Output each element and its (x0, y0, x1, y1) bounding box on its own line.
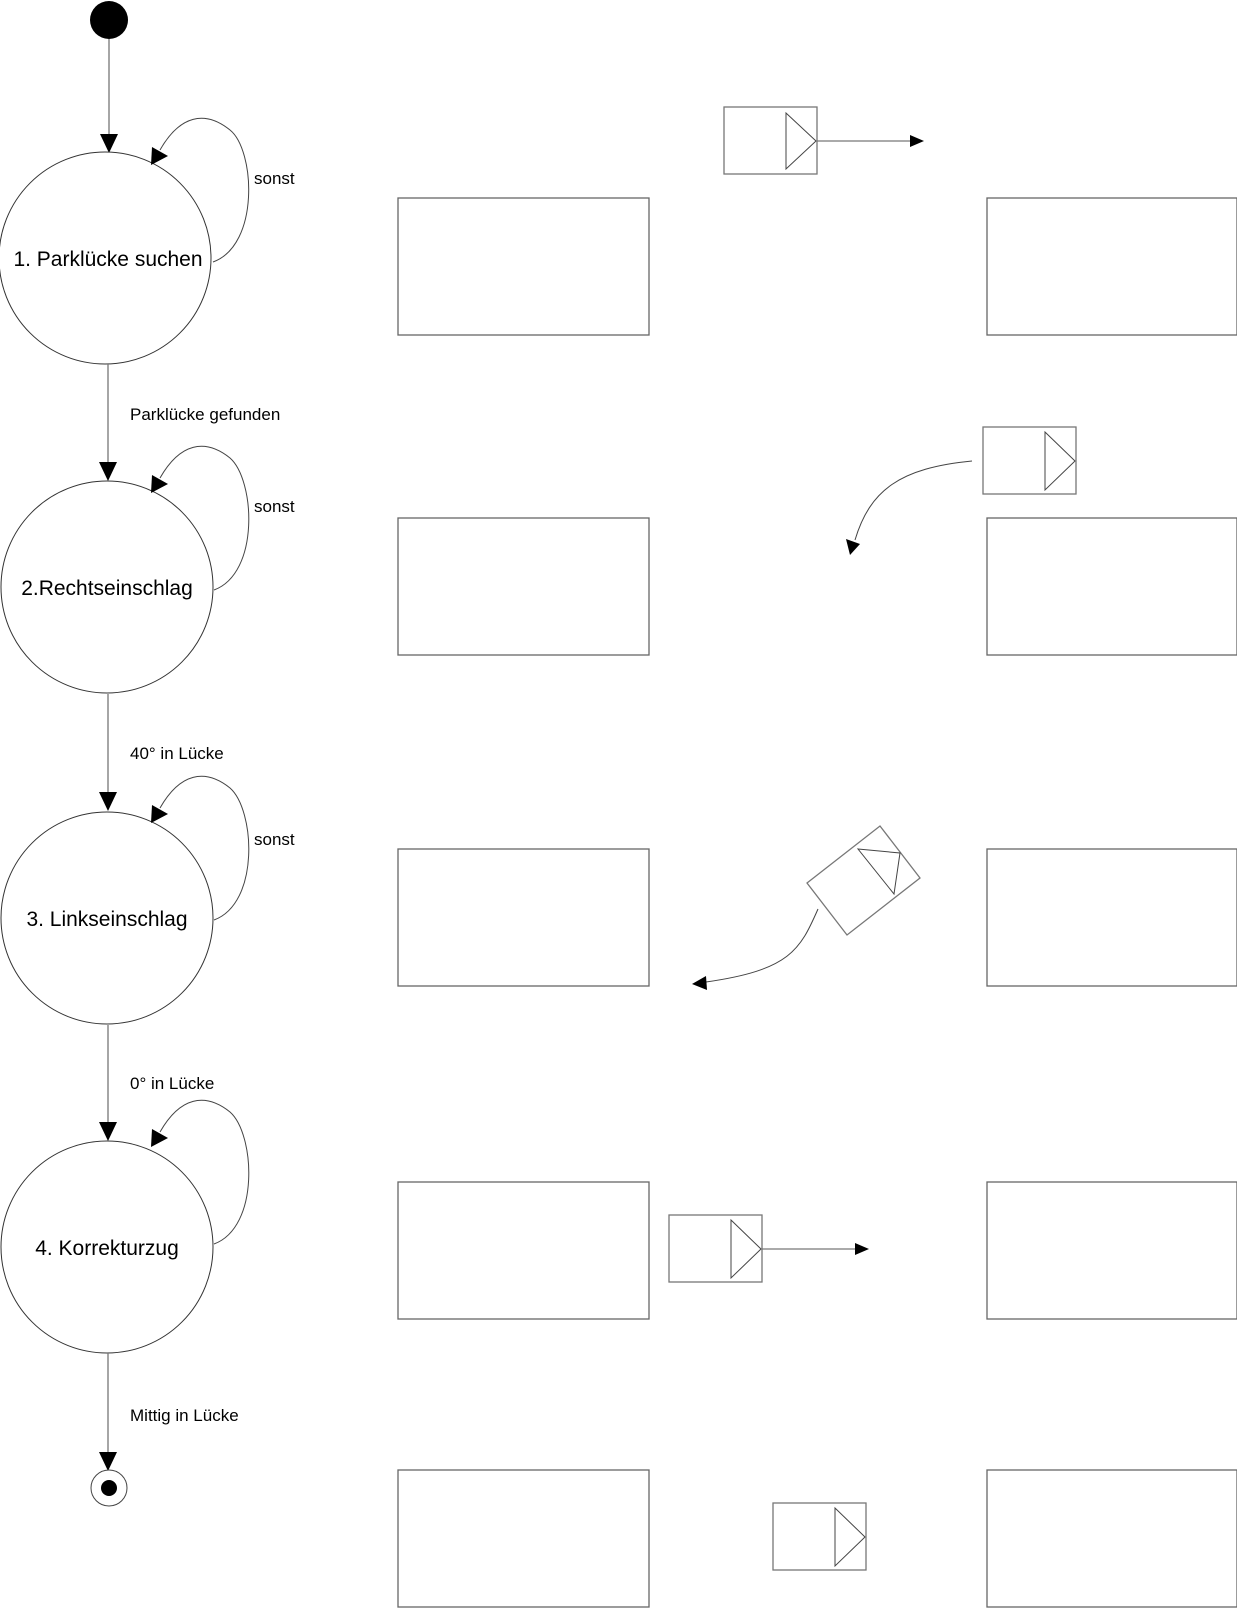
arrowhead-icon (99, 792, 117, 811)
state-s4[interactable] (0, 1140, 214, 1354)
car-direction-triangle-icon (834, 1506, 866, 1568)
parked-car-left (397, 848, 650, 987)
car-direction-triangle-icon (1044, 430, 1076, 492)
transition-s1-to-s2-label: Parklücke gefunden (130, 405, 280, 424)
arrowhead-icon (151, 475, 168, 493)
self-loop-s4 (159, 1099, 250, 1245)
illustration-step-3 (397, 825, 1237, 990)
moving-car-tilted (806, 825, 921, 936)
self-loop-s2-label: sonst (254, 497, 295, 516)
arrowhead-icon (151, 1129, 168, 1147)
parked-car-right (986, 517, 1237, 656)
self-loop-s2 (159, 445, 250, 591)
arrowhead-icon (151, 805, 168, 823)
state-s2-label: 2.Rechtseinschlag (21, 577, 193, 600)
state-s1-label: 1. Parklücke suchen (13, 248, 202, 271)
arrowhead-icon (910, 135, 924, 147)
arrowhead-icon (151, 147, 168, 165)
illustration-step-4 (397, 1181, 1237, 1320)
transition-s4-to-end-label: Mittig in Lücke (130, 1406, 239, 1425)
initial-state-node (90, 1, 128, 39)
parked-car-left (397, 1181, 650, 1320)
arrowhead-icon (846, 539, 860, 555)
parked-car-left (397, 1469, 650, 1608)
arrowhead-icon (100, 134, 118, 153)
state-s2[interactable] (0, 480, 214, 694)
transition-s2-to-s3-label: 40° in Lücke (130, 744, 224, 763)
arrowhead-icon (692, 976, 707, 990)
parked-car-right (986, 197, 1237, 336)
arrowhead-icon (99, 462, 117, 481)
arrowhead-icon (99, 1452, 117, 1471)
parked-car-right (986, 1181, 1237, 1320)
parked-car-left (397, 517, 650, 656)
illustration-step-5 (397, 1469, 1237, 1608)
parked-car-right (986, 848, 1237, 987)
car-direction-triangle-icon (730, 1218, 762, 1280)
self-loop-s1 (159, 117, 250, 263)
parked-car-left (397, 197, 650, 336)
motion-arrow-curve (854, 460, 973, 541)
self-loop-s3-label: sonst (254, 830, 295, 849)
illustration-step-2 (397, 426, 1237, 656)
self-loop-s1-label: sonst (254, 169, 295, 188)
illustration-step-1 (397, 106, 1237, 336)
self-loop-s3 (159, 775, 250, 921)
state-s3[interactable] (0, 811, 214, 1025)
transition-s3-to-s4-label: 0° in Lücke (130, 1074, 214, 1093)
arrowhead-icon (99, 1122, 117, 1141)
car-direction-triangle-icon (785, 111, 817, 171)
car-direction-triangle-icon (856, 848, 901, 896)
state-s1[interactable] (0, 151, 212, 365)
state-s3-label: 3. Linkseinschlag (26, 908, 187, 931)
state-s4-label: 4. Korrekturzug (35, 1237, 179, 1260)
arrowhead-icon (855, 1243, 869, 1255)
motion-arrow-curve (705, 908, 819, 983)
parked-car-right (986, 1469, 1237, 1608)
final-state-dot (101, 1480, 117, 1496)
